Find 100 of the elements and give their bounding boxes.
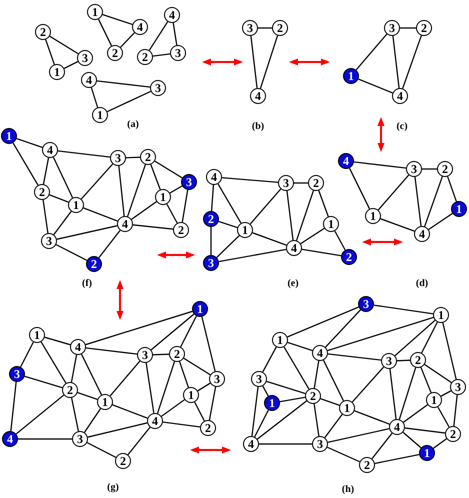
graph-edge [222, 177, 278, 183]
graph-edge [166, 204, 178, 224]
graph-edge [437, 406, 450, 428]
graph-edge [380, 218, 415, 232]
graph-edge [148, 21, 168, 51]
graph-edge [420, 367, 432, 393]
numbered-node: 4 [81, 72, 97, 88]
numbered-node: 3 [9, 366, 25, 382]
graph-edge [162, 421, 200, 428]
numbered-node: 1 [419, 445, 435, 461]
numbered-node: 3 [381, 353, 397, 369]
numbered-node: 4 [389, 419, 405, 435]
graph-edge [80, 354, 102, 396]
numbered-node: 1 [1, 128, 17, 144]
graph-edge [80, 164, 114, 200]
graph-edge [118, 166, 125, 216]
graph-edge [56, 225, 118, 240]
graph-edge [53, 211, 72, 235]
graph-edge [10, 382, 17, 432]
graph-edge [266, 380, 306, 394]
graph-edge [96, 80, 150, 88]
graph-edge [218, 184, 242, 224]
graph-edge [126, 156, 140, 158]
graph-edge [424, 176, 443, 227]
graph-edge [352, 366, 384, 402]
numbered-node: 2 [173, 222, 189, 238]
graph-edge [210, 184, 214, 212]
graph-edge [422, 168, 437, 170]
numbered-node: 2 [272, 20, 288, 36]
numbered-node: 2 [437, 161, 453, 177]
graph-edge [294, 182, 308, 184]
graph-edge [403, 404, 428, 423]
graph-edge [324, 414, 343, 438]
panel-label: (g) [107, 483, 119, 493]
numbered-node: 1 [68, 197, 84, 213]
numbered-node: 3 [406, 161, 422, 177]
graph-edge [152, 354, 170, 356]
graph-edge [182, 190, 188, 222]
numbered-node: 4 [42, 142, 58, 158]
graph-edge [146, 362, 154, 414]
graph-edge [16, 394, 64, 434]
graph-edge [77, 392, 98, 400]
graph-edge [198, 382, 210, 392]
numbered-node: 1 [343, 68, 359, 84]
graph-edge [280, 396, 306, 402]
numbered-node: 1 [87, 4, 103, 20]
numbered-node: 1 [92, 107, 108, 123]
graph-edge [250, 36, 258, 88]
graph-edge [86, 442, 116, 458]
numbered-node: 2 [86, 256, 102, 272]
graph-edge [440, 390, 452, 397]
graph-edge [322, 360, 344, 402]
graph-edge [86, 347, 138, 355]
numbered-node: 1 [426, 392, 442, 408]
panel-label: (d) [416, 279, 428, 289]
graph-edge [286, 190, 294, 240]
graph-edge [40, 342, 66, 384]
graph-edge [334, 230, 346, 250]
graph-edge [251, 386, 259, 436]
numbered-node: 2 [341, 249, 357, 265]
graph-edge [442, 322, 457, 380]
graph-edge [16, 138, 43, 148]
graph-edge [320, 398, 340, 406]
graph-edge [402, 35, 422, 89]
numbered-node: 3 [450, 379, 466, 395]
graph-edge [325, 309, 361, 348]
numbered-node: 2 [416, 20, 432, 36]
graph-edge [88, 422, 148, 438]
graph-edge [98, 18, 112, 46]
graph-edge [208, 386, 216, 420]
numbered-node: 4 [132, 19, 148, 35]
graph-edge [284, 346, 310, 390]
graph-edge [154, 160, 182, 178]
graph-edge [318, 190, 329, 217]
graph-edge [262, 346, 277, 372]
graph-edge [150, 314, 194, 350]
numbered-node: 1 [192, 301, 208, 317]
graph-edge [400, 27, 416, 29]
graph-edge [354, 410, 390, 425]
numbered-node: 3 [170, 45, 186, 61]
graph-edge [302, 248, 342, 256]
graph-edge [453, 394, 458, 426]
graph-edge [120, 32, 135, 48]
numbered-node: 1 [29, 327, 45, 343]
graph-edge [402, 432, 422, 448]
numbered-node: 4 [392, 88, 408, 104]
graph-edge [24, 376, 63, 388]
numbered-node: 3 [251, 371, 267, 387]
graph-edge [161, 399, 185, 417]
graph-edge [348, 168, 370, 210]
graph-edge [259, 443, 312, 445]
graph-edge [447, 176, 457, 202]
numbered-node: 1 [237, 222, 253, 238]
graph-edge [49, 194, 69, 203]
numbered-node: 2 [308, 175, 324, 191]
numbered-node: 3 [110, 150, 126, 166]
numbered-node: 4 [250, 88, 266, 104]
graph-edge [314, 360, 320, 388]
graph-edge [398, 367, 416, 420]
panel-label: (c) [396, 122, 408, 132]
